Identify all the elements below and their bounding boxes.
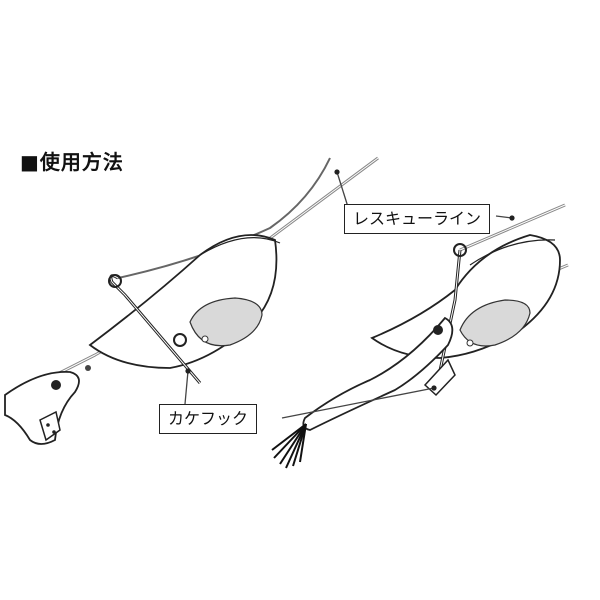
rescue-line-left bbox=[117, 157, 331, 279]
reflective-plate-right bbox=[459, 299, 531, 347]
reflective-plate-left bbox=[189, 297, 263, 347]
right-assembly bbox=[271, 203, 569, 469]
jig-tassel bbox=[271, 423, 307, 469]
page-title: ■使用方法 bbox=[20, 150, 124, 174]
squid-jig-lure bbox=[302, 316, 454, 431]
left-assembly bbox=[4, 156, 379, 445]
kake-hook-label: カケフック bbox=[159, 404, 258, 434]
callout-leaders bbox=[184, 169, 515, 419]
rescue-line-label: レスキューライン bbox=[344, 204, 491, 234]
lure-left bbox=[4, 370, 80, 445]
